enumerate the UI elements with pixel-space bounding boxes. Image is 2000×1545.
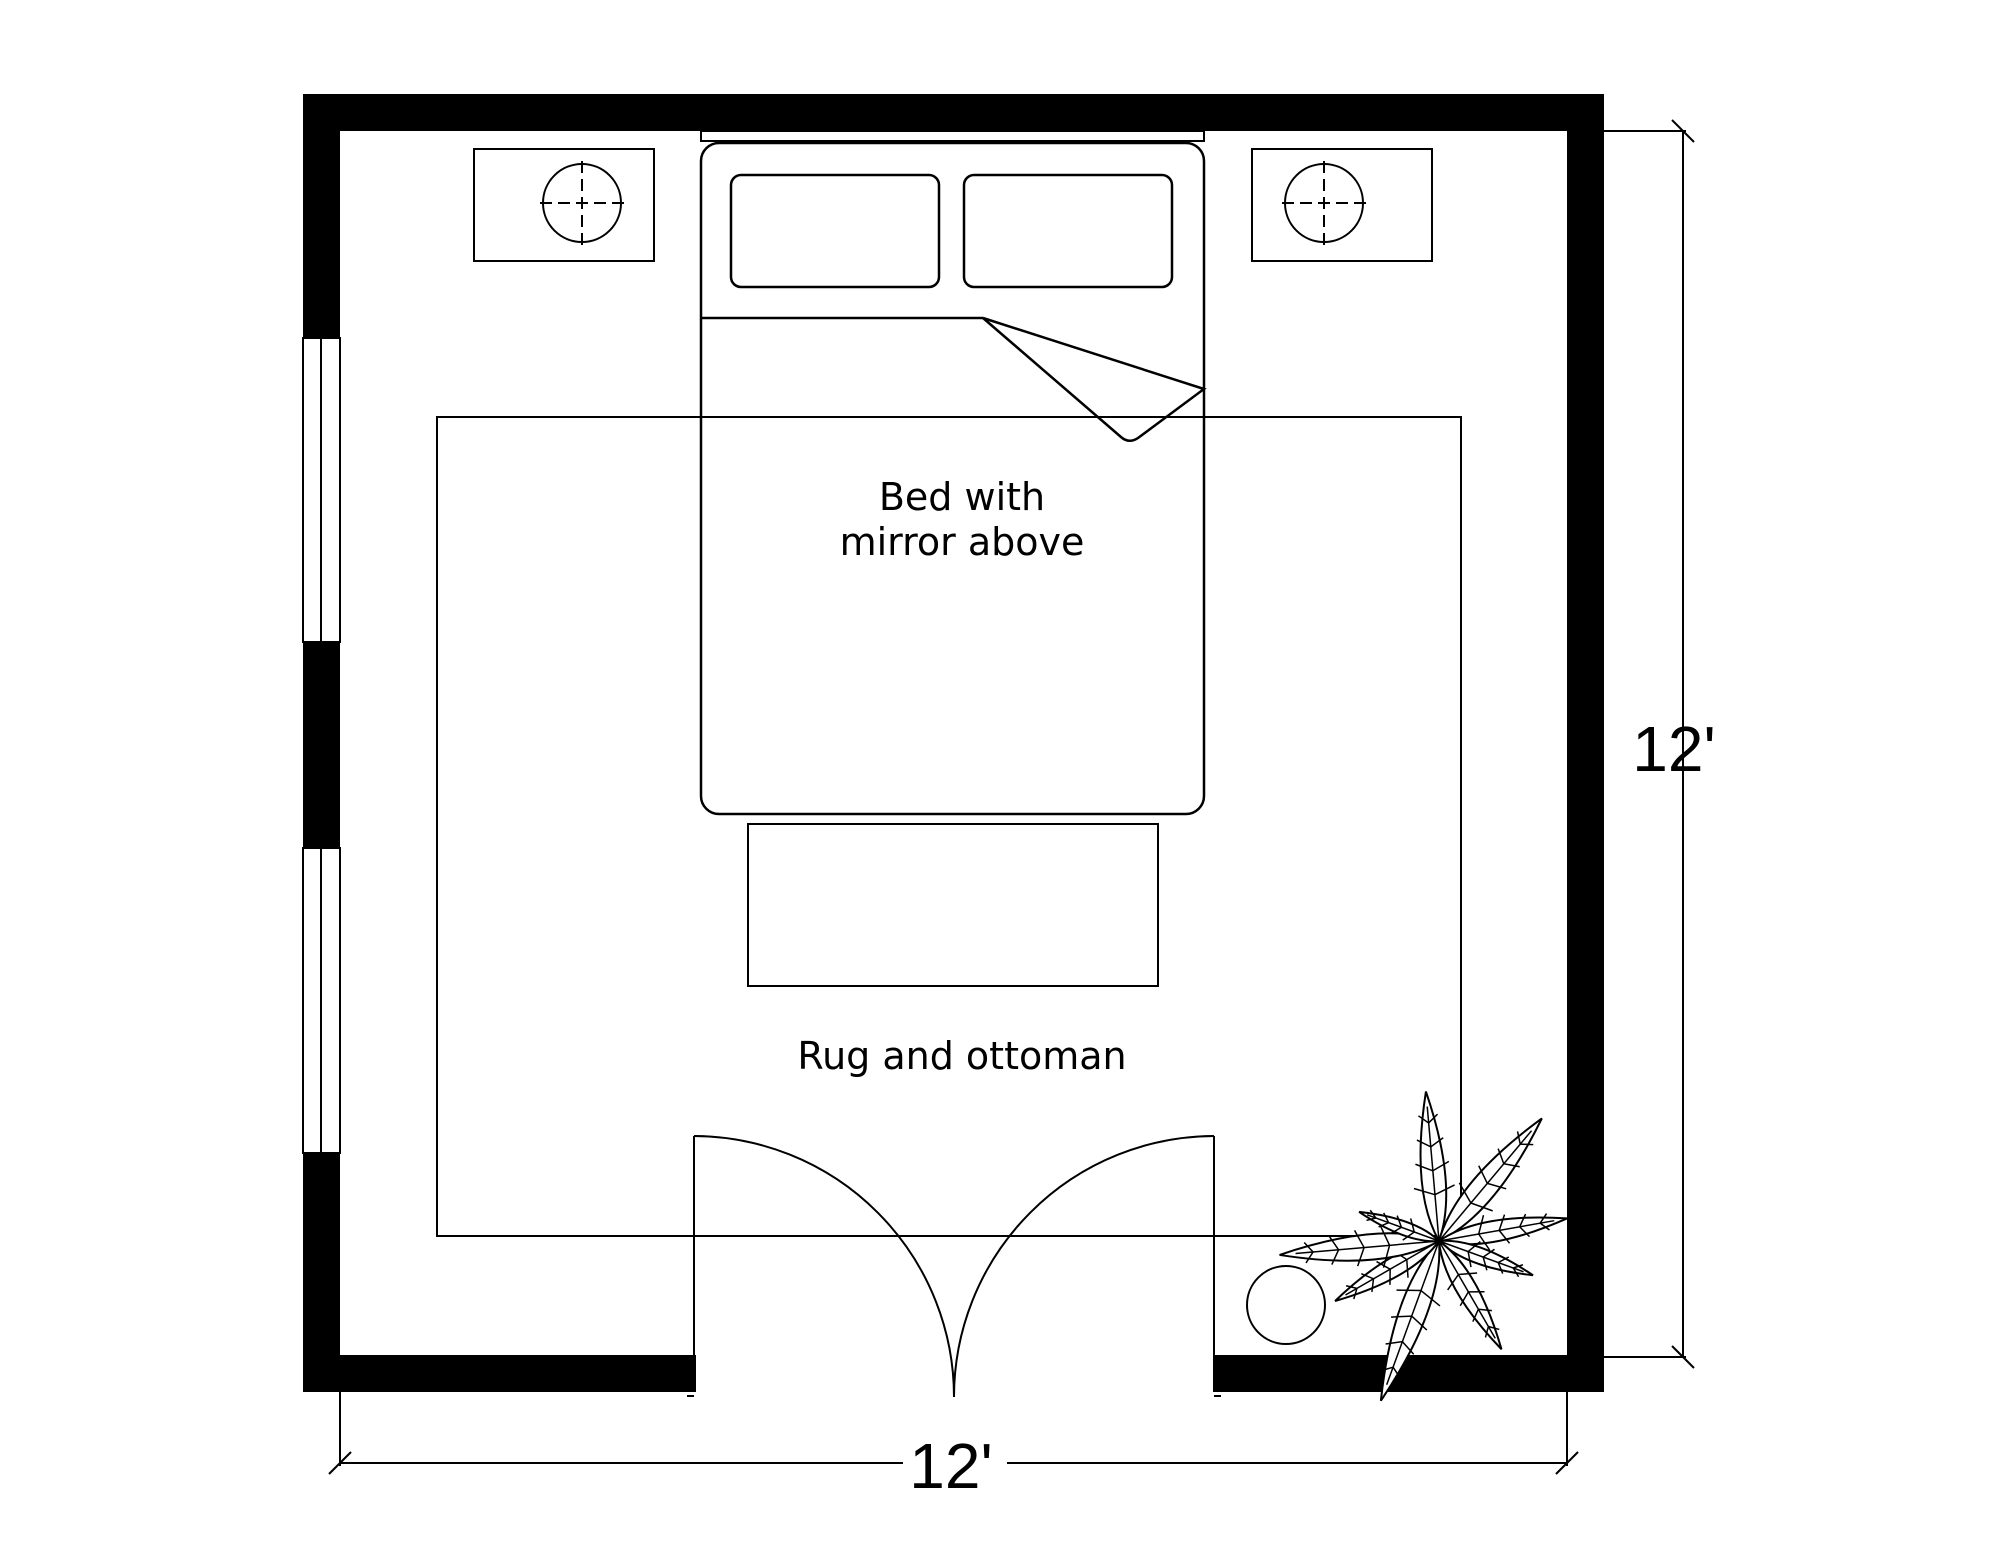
door-swing-right	[953, 1135, 1215, 1398]
bed-label-line2: mirror above	[840, 520, 1085, 564]
dimension-width-label: 12'	[909, 1430, 992, 1502]
wall-left-middle	[303, 642, 340, 848]
pillow-right	[962, 173, 1174, 289]
window-upper	[302, 337, 341, 643]
bed-sheet-fold	[982, 316, 1207, 442]
nightstand-right	[1251, 148, 1433, 262]
rug	[436, 416, 1462, 1237]
walls	[303, 94, 1604, 1392]
wall-right	[1567, 94, 1604, 1392]
dimension-vertical	[1604, 119, 1695, 1369]
door-swing-left	[693, 1135, 955, 1398]
lamp-icon	[540, 161, 624, 245]
nightstand-left	[473, 148, 655, 262]
double-door	[687, 1135, 1221, 1398]
bed-label-line1: Bed with	[879, 475, 1045, 519]
wall-left-top	[303, 94, 340, 338]
wall-bottom-right	[1214, 1355, 1604, 1392]
rug-label: Rug and ottoman	[797, 1034, 1126, 1078]
dimension-horizontal	[328, 1392, 1579, 1475]
ottoman	[747, 823, 1159, 987]
wall-bottom-left	[303, 1355, 696, 1392]
pillow-left	[729, 173, 941, 289]
wall-top	[303, 94, 1604, 131]
lamp-icon	[1282, 161, 1366, 245]
window-lower	[302, 847, 341, 1154]
mirror-strip	[700, 130, 1205, 142]
dimension-height-label: 12'	[1632, 713, 1715, 785]
bed	[699, 141, 1207, 816]
wall-left-bottom	[303, 1153, 340, 1392]
round-side-table	[1246, 1265, 1326, 1345]
plant-icon	[1279, 1091, 1568, 1402]
